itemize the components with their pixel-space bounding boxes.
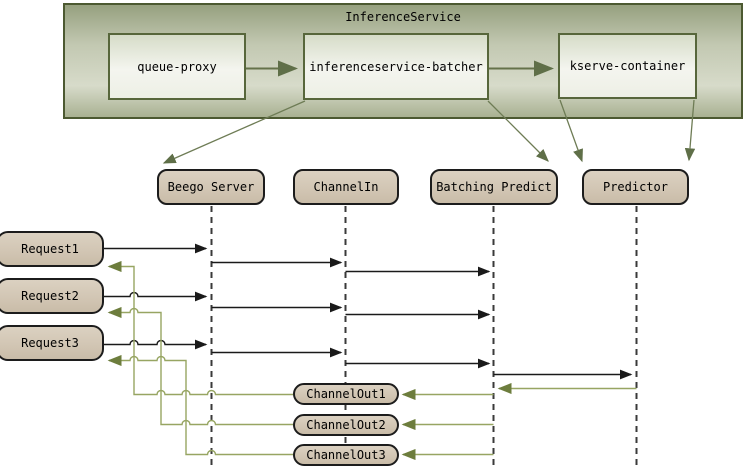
lifeline-node-beego-server: Beego Server xyxy=(157,169,265,205)
container-arrows xyxy=(162,60,696,164)
arrow-channelout1-to-request1 xyxy=(107,260,293,396)
arrow-kserve-to-predictor-right xyxy=(684,99,696,162)
arrow-request3-to-beego xyxy=(103,339,208,350)
batching-predict-label: Batching Predict xyxy=(436,180,552,194)
channelout3-label: ChannelOut3 xyxy=(306,448,386,462)
channelout1-label: ChannelOut1 xyxy=(306,387,386,401)
channelout2-node: ChannelOut2 xyxy=(293,414,399,436)
request2-node: Request2 xyxy=(0,278,104,314)
request2-label: Request2 xyxy=(21,289,79,303)
kserve-container-label: kserve-container xyxy=(569,59,686,73)
beego-server-label: Beego Server xyxy=(167,180,255,194)
request3-node: Request3 xyxy=(0,325,104,361)
arrow-kserve-to-predictor-left xyxy=(559,99,583,163)
channelout1-node: ChannelOut1 xyxy=(293,383,399,405)
channelout3-node: ChannelOut3 xyxy=(293,444,399,466)
predictor-label: Predictor xyxy=(602,180,669,194)
inferenceservice-batcher-label: inferenceservice-batcher xyxy=(309,59,483,74)
kserve-container-node: kserve-container xyxy=(558,33,697,99)
inference-service-title: InferenceService xyxy=(345,10,461,24)
call-arrows xyxy=(103,243,633,380)
arrow-batcher-to-batching-predict xyxy=(487,100,549,162)
arrow-channelout3-to-request3 xyxy=(107,354,293,456)
queue-proxy-label: queue-proxy xyxy=(137,59,217,74)
arrow-batcher-to-beego-server xyxy=(162,100,306,164)
request3-label: Request3 xyxy=(21,336,79,350)
lifeline-node-channel-in: ChannelIn xyxy=(293,169,399,205)
request1-label: Request1 xyxy=(21,242,79,256)
lifelines xyxy=(210,206,638,466)
lifeline-node-batching-predict: Batching Predict xyxy=(430,169,558,205)
lifeline-node-predictor: Predictor xyxy=(582,169,689,205)
inferenceservice-batcher-node: inferenceservice-batcher xyxy=(303,33,489,100)
return-arrows xyxy=(107,260,637,461)
arrow-channelout2-to-request2 xyxy=(107,306,293,426)
request1-node: Request1 xyxy=(0,231,104,267)
channelout2-label: ChannelOut2 xyxy=(306,418,386,432)
arrow-request2-to-beego xyxy=(103,291,208,302)
channel-in-label: ChannelIn xyxy=(313,180,379,194)
queue-proxy-node: queue-proxy xyxy=(108,33,246,100)
